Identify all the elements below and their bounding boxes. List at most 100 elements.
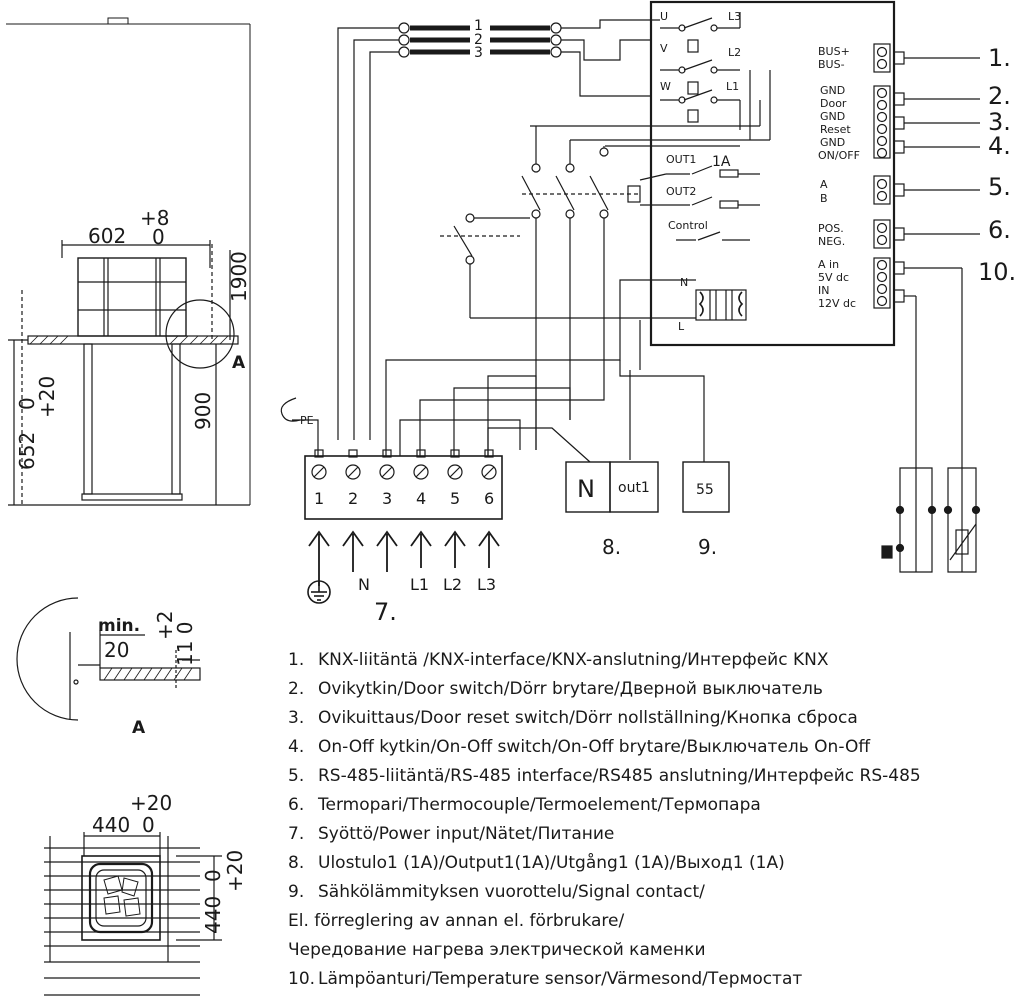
legend-item: 1.KNX-liitäntä /KNX-interface/KNX-anslut… [288, 650, 829, 670]
top-depth-tol-zero: 0 [201, 869, 225, 882]
conn-onoff: ON/OFF [818, 149, 860, 162]
conn-door: Door [820, 97, 847, 110]
height-min-dim: 1900 [227, 251, 251, 302]
ref-power: 7. [374, 598, 397, 626]
earth-icon [307, 580, 331, 604]
detail-min-value: 20 [104, 638, 129, 662]
signal-box [682, 461, 730, 513]
ref-1: 1. [988, 44, 1011, 72]
signal-box-label: 55 [696, 482, 714, 498]
out1-label: OUT1 [666, 153, 696, 166]
conn-neg: NEG. [818, 235, 845, 248]
detail-marker: A [232, 353, 246, 373]
top-depth-dim: 440 [201, 896, 225, 934]
relay-label-u: U [660, 10, 668, 23]
inner-height-dim: 900 [191, 392, 215, 430]
out-box-n-label: N [577, 475, 595, 503]
pe-symbol [280, 397, 301, 422]
relay-label-l3: L3 [728, 10, 741, 23]
supply-l2: L2 [443, 575, 462, 594]
output-circuit [666, 165, 760, 321]
conn-gnd-2: GND [820, 110, 845, 123]
terminal-routing [292, 279, 705, 463]
ref-3: 3. [988, 108, 1011, 136]
terminal-4: 4 [416, 489, 426, 508]
wire-no-2: 2 [474, 32, 483, 48]
side-view [6, 17, 251, 506]
legend-list: 1.KNX-liitäntä /KNX-interface/KNX-anslut… [288, 646, 1013, 994]
wire-no-1: 1 [474, 18, 483, 34]
conn-bus-plus: BUS+ [818, 45, 850, 58]
floor-height-dim: 652 [15, 432, 39, 470]
cable-bundle [337, 19, 660, 440]
detail-tol-plus: +2 [153, 611, 177, 640]
legend-item: 5.RS-485-liitäntä/RS-485 interface/RS485… [288, 766, 921, 786]
ref-6: 6. [988, 216, 1011, 244]
legend-item: 8.Ulostulo1 (1A)/Output1(1A)/Utgång1 (1A… [288, 853, 785, 873]
conn-5v: 5V dc [818, 271, 849, 284]
ref-signal: 9. [698, 535, 717, 559]
supply-l1: L1 [410, 575, 429, 594]
transformer-n: N [680, 276, 688, 289]
top-width-dim: 440 [92, 813, 130, 837]
legend-item-continuation: Чередование нагрева электрической каменк… [288, 940, 706, 960]
supply-n: N [358, 575, 370, 594]
supply-l3: L3 [477, 575, 496, 594]
relay-label-l1: L1 [726, 80, 739, 93]
legend-item: 6.Termopari/Thermocouple/Termoelement/Те… [288, 795, 761, 815]
sauna-width-dim: 602 [88, 224, 126, 248]
out-box-out1-label: out1 [618, 480, 650, 496]
terminal-2: 2 [348, 489, 358, 508]
ref-10: 10. [978, 258, 1016, 286]
relay-label-l2: L2 [728, 46, 741, 59]
ref-output: 8. [602, 535, 621, 559]
legend-item: 9.Sähkölämmityksen vuorottelu/Signal con… [288, 882, 705, 902]
terminal-block [304, 449, 503, 520]
ref-2: 2. [988, 82, 1011, 110]
detail-caption: A [132, 718, 146, 738]
sauna-width-tol-zero: 0 [152, 225, 165, 249]
relay-label-v: V [660, 42, 668, 55]
relay-label-w: W [660, 80, 671, 93]
terminal-1: 1 [314, 489, 324, 508]
legend-item: 3.Ovikuittaus/Door reset switch/Dörr nol… [288, 708, 858, 728]
legend-item: 4.On-Off kytkin/On-Off switch/On-Off bry… [288, 737, 871, 757]
terminal-3: 3 [382, 489, 392, 508]
out2-label: OUT2 [666, 185, 696, 198]
contactor-switches [440, 70, 771, 450]
pe-label: PE [300, 414, 314, 427]
wire-no-3: 3 [474, 45, 483, 61]
supply-arrows [308, 530, 500, 586]
detail-tol-values: 11 0 [173, 621, 197, 666]
terminal-5: 5 [450, 489, 460, 508]
floor-tol-plus: +20 [35, 376, 59, 418]
legend-item: 2.Ovikytkin/Door switch/Dörr brytare/Две… [288, 679, 823, 699]
connector-blocks [873, 43, 980, 470]
fuse-rating: 1A [712, 154, 731, 170]
conn-reset: Reset [820, 123, 851, 136]
conn-b: B [820, 192, 828, 205]
conn-gnd-1: GND [820, 84, 845, 97]
legend-item: 10.Lämpöanturi/Temperature sensor/Värmes… [288, 969, 803, 989]
detail-a [16, 597, 201, 721]
ref-4: 4. [988, 132, 1011, 160]
top-depth-tol-plus: +20 [223, 850, 247, 892]
terminal-6: 6 [484, 489, 494, 508]
floor-tol-zero: 0 [15, 397, 39, 410]
conn-in: IN [818, 284, 829, 297]
conn-pos: POS. [818, 222, 844, 235]
conn-bus-minus: BUS- [818, 58, 845, 71]
detail-min-label: min. [98, 616, 140, 636]
conn-a: A [820, 178, 828, 191]
relay-contacts [660, 12, 751, 140]
control-unit-box [649, 0, 896, 347]
top-width-tol-plus: +20 [130, 791, 172, 815]
out-box-out1 [609, 461, 659, 513]
conn-a-in: A in [818, 258, 839, 271]
top-view [44, 832, 222, 996]
legend-item: 7.Syöttö/Power input/Nätet/Питание [288, 824, 615, 844]
sauna-width-tol-plus: +8 [140, 206, 169, 230]
legend-item-continuation: El. förreglering av annan el. förbrukare… [288, 911, 625, 931]
conn-gnd-3: GND [820, 136, 845, 149]
